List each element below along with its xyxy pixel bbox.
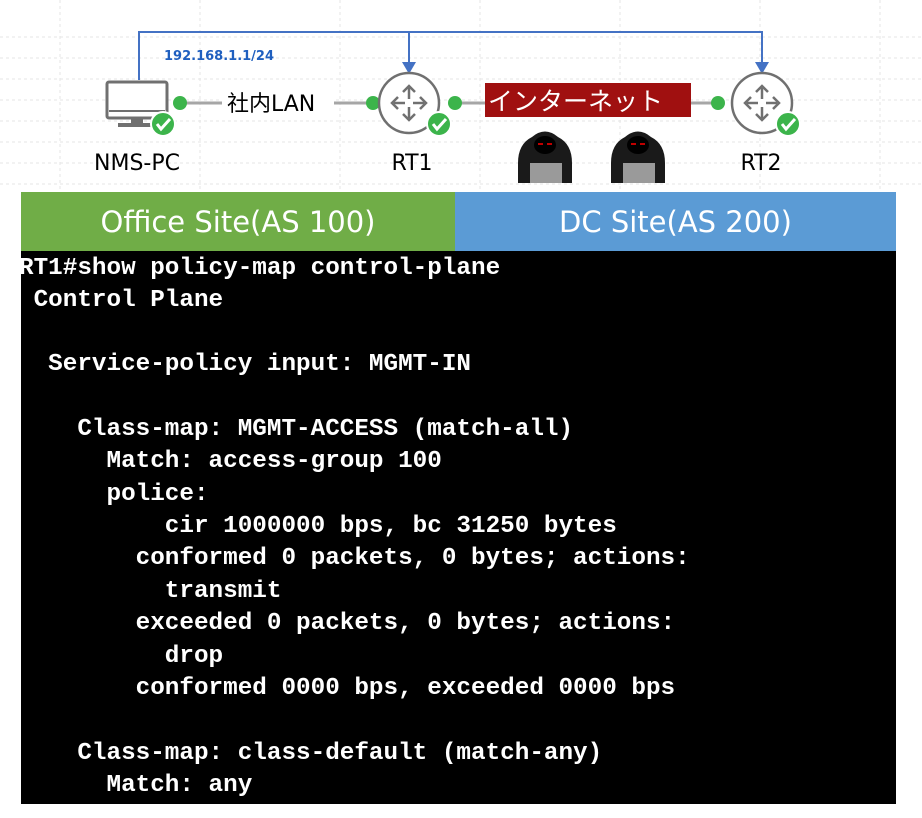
terminal-line: cir 1000000 bps, bc 31250 bytes bbox=[21, 513, 617, 540]
terminal-line: conformed 0 packets, 0 bytes; actions: bbox=[21, 545, 690, 572]
terminal-line: Class-map: MGMT-ACCESS (match-all) bbox=[21, 416, 574, 443]
pc-icon bbox=[105, 80, 169, 127]
terminal-line: Match: access-group 100 bbox=[21, 448, 442, 475]
check-circle-icon bbox=[426, 111, 452, 137]
internet-banner bbox=[485, 83, 691, 117]
network-topology: 192.168.1.1/24 社内LAN インターネット bbox=[0, 0, 922, 192]
terminal-line: conformed 0000 bps, exceeded 0000 bps bbox=[21, 675, 676, 702]
terminal-line: transmit bbox=[21, 578, 282, 605]
office-site-band: Office Site(AS 100) bbox=[21, 192, 455, 251]
dc-site-band: DC Site(AS 200) bbox=[455, 192, 896, 251]
terminal-line: exceeded 0 packets, 0 bytes; actions: bbox=[21, 610, 676, 637]
office-site-label: Office Site(AS 100) bbox=[100, 204, 376, 239]
device-label-nms-pc: NMS-PC bbox=[94, 151, 180, 176]
device-label-rt1: RT1 bbox=[391, 151, 432, 176]
terminal-line: Class-map: class-default (match-any) bbox=[21, 740, 603, 767]
terminal-line: RT1#show policy-map control-plane bbox=[21, 255, 501, 282]
arrow-head-rt2 bbox=[755, 62, 769, 74]
terminal-line: Service-policy input: MGMT-IN bbox=[21, 351, 471, 378]
router-icon bbox=[377, 71, 441, 135]
ip-address-label: 192.168.1.1/24 bbox=[164, 49, 274, 64]
internet-label: インターネット bbox=[488, 87, 663, 116]
interface-dots bbox=[173, 96, 725, 110]
dc-site-label: DC Site(AS 200) bbox=[559, 204, 792, 239]
terminal-output: RT1#show policy-map control-plane Contro… bbox=[21, 251, 896, 804]
hacker-icon bbox=[611, 131, 665, 183]
check-circle-icon bbox=[150, 111, 176, 137]
device-label-rt2: RT2 bbox=[740, 151, 781, 176]
arrow-head-rt1 bbox=[402, 62, 416, 74]
terminal-line: police: bbox=[21, 481, 209, 508]
terminal-line: Control Plane bbox=[21, 287, 224, 314]
hacker-icon bbox=[518, 131, 572, 183]
management-path bbox=[138, 31, 763, 80]
terminal-line: drop bbox=[21, 643, 224, 670]
check-circle-icon bbox=[775, 111, 801, 137]
lan-label: 社内LAN bbox=[227, 92, 315, 117]
terminal-line: Match: any bbox=[21, 772, 253, 799]
